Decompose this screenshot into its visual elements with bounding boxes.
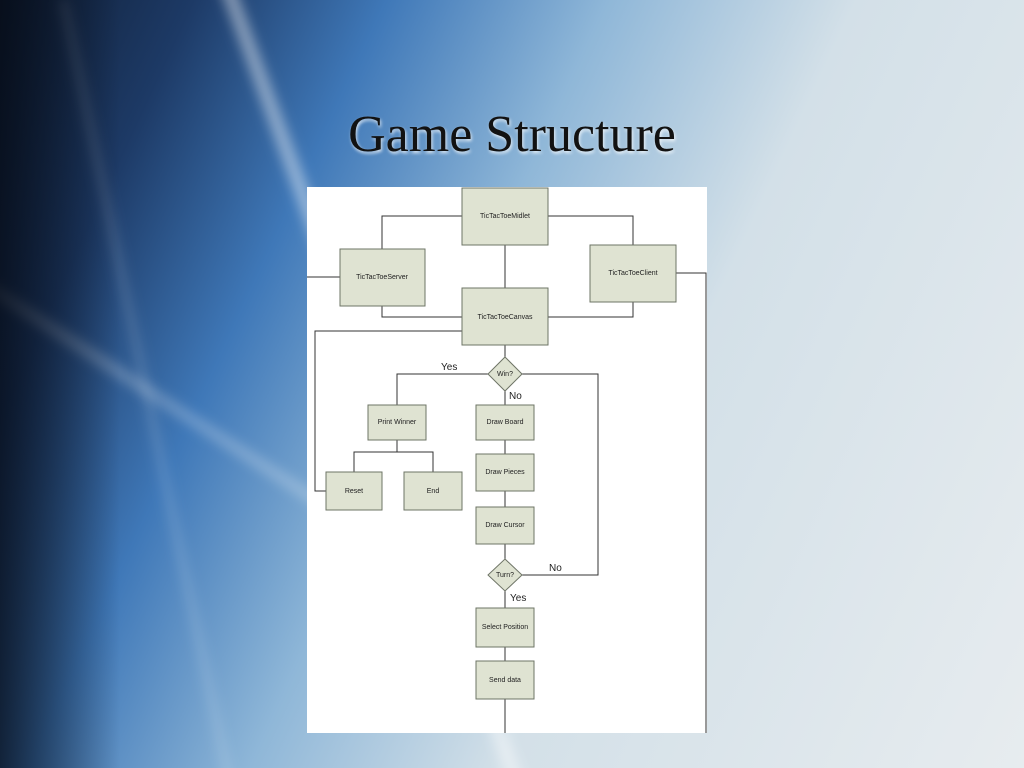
edge-label-win-yes: Yes — [441, 362, 457, 373]
edge-label-turn-no: No — [549, 563, 562, 574]
node-draw-cursor: Draw Cursor — [475, 506, 535, 545]
connector-canvas-reset-loop — [314, 330, 462, 492]
node-select-position: Select Position — [475, 607, 535, 648]
svg-text:TicTacToeMidlet: TicTacToeMidlet — [480, 213, 530, 220]
svg-text:Draw Board: Draw Board — [487, 419, 524, 426]
svg-text:TicTacToeServer: TicTacToeServer — [356, 274, 409, 281]
svg-text:Turn?: Turn? — [496, 572, 514, 579]
decision-win: Win? — [487, 356, 523, 392]
svg-text:End: End — [427, 488, 440, 495]
node-midlet: TicTacToeMidlet — [461, 187, 549, 246]
svg-text:Draw Cursor: Draw Cursor — [485, 522, 525, 529]
connector-midlet-client — [548, 215, 634, 245]
svg-text:Win?: Win? — [497, 371, 513, 378]
flowchart: TicTacToeMidlet TicTacToeServer TicTacTo… — [307, 187, 707, 733]
connector-win-right-loop — [522, 373, 599, 576]
svg-text:Select Position: Select Position — [482, 624, 528, 631]
node-send-data: Send data — [475, 660, 535, 700]
edge-label-turn-yes: Yes — [510, 593, 526, 604]
svg-text:Draw Pieces: Draw Pieces — [485, 469, 525, 476]
node-reset: Reset — [325, 471, 383, 511]
svg-text:TicTacToeCanvas: TicTacToeCanvas — [478, 314, 533, 321]
svg-text:Reset: Reset — [345, 488, 363, 495]
connector-client-canvas — [548, 302, 634, 318]
flowchart-panel: TicTacToeMidlet TicTacToeServer TicTacTo… — [307, 187, 707, 733]
connector-server-canvas — [381, 306, 462, 318]
svg-text:TicTacToeClient: TicTacToeClient — [608, 270, 657, 277]
node-draw-board: Draw Board — [475, 404, 535, 441]
decision-turn: Turn? — [487, 558, 523, 592]
node-server: TicTacToeServer — [339, 248, 426, 307]
connector-midlet-server — [381, 215, 462, 249]
node-print-winner: Print Winner — [367, 404, 427, 441]
node-draw-pieces: Draw Pieces — [475, 453, 535, 492]
edge-shadow — [0, 0, 120, 768]
connector-win-yes — [396, 373, 488, 405]
connectors — [307, 215, 707, 733]
connector-printwinner-split — [353, 440, 398, 472]
node-client: TicTacToeClient — [589, 244, 677, 303]
connector-split-end — [397, 451, 434, 472]
slide-title: Game Structure — [348, 106, 676, 163]
connector-client-right — [676, 272, 707, 733]
node-end: End — [403, 471, 463, 511]
svg-text:Send data: Send data — [489, 677, 521, 684]
edge-label-win-no: No — [509, 391, 522, 402]
node-canvas: TicTacToeCanvas — [461, 287, 549, 346]
svg-text:Print Winner: Print Winner — [378, 419, 417, 426]
